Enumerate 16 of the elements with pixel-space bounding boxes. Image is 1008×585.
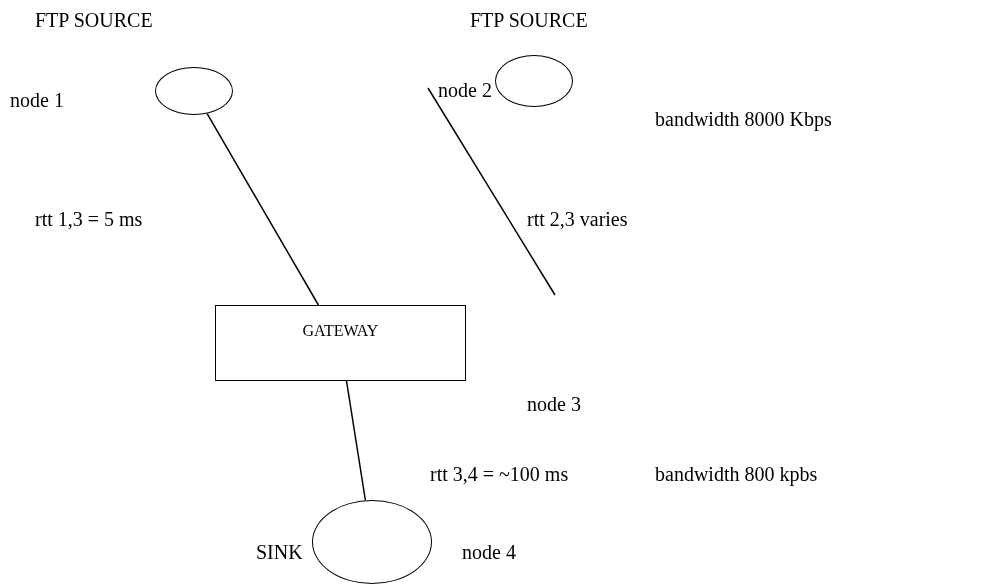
node-title: SINK [256,540,303,564]
connector-line [427,87,556,296]
node-caption: node 2 [438,78,492,102]
connector-line [345,380,367,501]
annotation-text: node 1 [10,88,64,112]
annotation-text: bandwidth 800 kpbs [655,462,818,486]
node-title: FTP SOURCE [35,8,153,32]
node-caption: node 4 [462,540,516,564]
annotation-text: rtt 2,3 varies [527,207,628,231]
annotation-text: bandwidth 8000 Kbps [655,107,832,131]
annotation-text: rtt 1,3 = 5 ms [35,207,143,231]
node-title: GATEWAY [302,322,379,340]
gateway-box [215,305,466,381]
annotation-text: rtt 3,4 = ~100 ms [430,462,569,486]
node-caption: node 3 [527,392,581,416]
node-title: FTP SOURCE [470,8,588,32]
